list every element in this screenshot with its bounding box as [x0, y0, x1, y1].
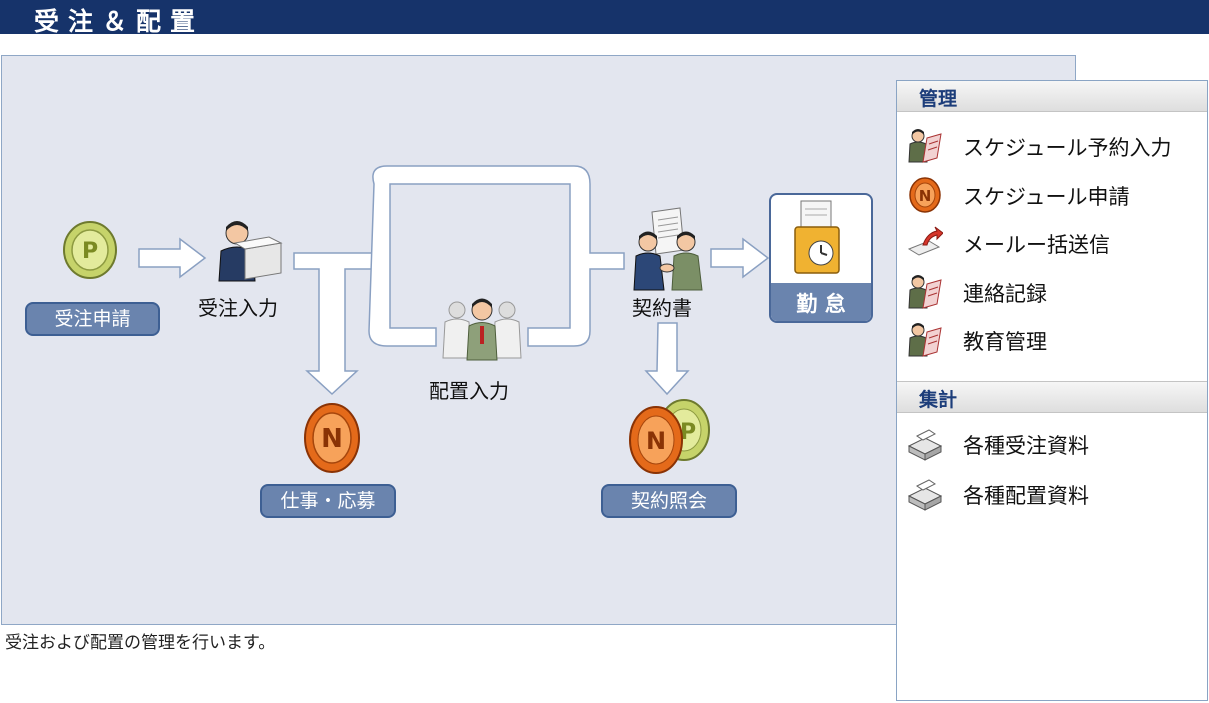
order-apply-button[interactable]: 受注申請 — [25, 302, 160, 336]
svg-text:N: N — [919, 187, 932, 205]
contract-inquiry-button[interactable]: 契約照会 — [601, 484, 737, 518]
summary-section-title: 集計 — [919, 389, 958, 411]
sidebar-item-label: 各種受注資料 — [963, 434, 1089, 458]
placement-input-label[interactable]: 配置入力 — [429, 379, 509, 403]
summary-section-header: 集計 — [897, 381, 1207, 413]
sidebar-item-contact-log[interactable]: 連絡記録 — [903, 272, 1203, 312]
svg-text:N: N — [646, 427, 666, 455]
printer-icon — [907, 479, 943, 511]
order-input-label[interactable]: 受注入力 — [198, 296, 278, 320]
flow-connectors — [138, 165, 770, 396]
printer-icon — [907, 429, 943, 461]
n-coin-icon: N — [909, 177, 941, 213]
n-coin-icon: N — [304, 403, 360, 473]
page-description: 受注および配置の管理を行います。 — [5, 633, 276, 653]
sidebar-item-label: メールー括送信 — [963, 233, 1110, 257]
sidebar-item-placement-documents[interactable]: 各種配置資料 — [903, 474, 1203, 514]
mail-send-icon — [907, 226, 943, 256]
contract-label[interactable]: 契約書 — [632, 296, 692, 320]
contract-handshake-icon — [633, 207, 703, 291]
jobs-apply-button[interactable]: 仕事・応募 — [260, 484, 396, 518]
worker-memo-icon — [908, 323, 942, 357]
svg-text:P: P — [680, 420, 696, 445]
sidebar-item-schedule-apply[interactable]: N スケジュール申請 — [903, 175, 1203, 215]
worker-memo-icon — [908, 129, 942, 163]
sidebar-item-label: 各種配置資料 — [963, 484, 1089, 508]
p-coin-icon: P — [63, 221, 117, 279]
worker-memo-icon — [908, 275, 942, 309]
manage-section-header: 管理 — [897, 81, 1207, 112]
sidebar: 管理 スケジュール予約入力 N スケジュール申請 メールー括送信 — [896, 80, 1208, 701]
attendance-label: 勤 怠 — [796, 292, 846, 316]
manage-section-title: 管理 — [919, 88, 958, 110]
sidebar-item-label: スケジュール予約入力 — [963, 136, 1172, 160]
sidebar-item-label: 教育管理 — [963, 330, 1047, 354]
sidebar-item-order-documents[interactable]: 各種受注資料 — [903, 424, 1203, 464]
title-bar: 受注＆配置 — [0, 0, 1209, 36]
svg-text:N: N — [321, 424, 343, 454]
worker-box-icon — [218, 221, 283, 282]
sidebar-item-mail-bulk[interactable]: メールー括送信 — [903, 223, 1203, 263]
sidebar-item-label: 連絡記録 — [963, 282, 1047, 306]
page-title: 受注＆配置 — [34, 7, 205, 36]
time-clock-icon — [794, 200, 840, 274]
sidebar-item-education[interactable]: 教育管理 — [903, 320, 1203, 360]
sidebar-item-label: スケジュール申請 — [963, 185, 1130, 209]
group-people-icon — [442, 298, 522, 361]
np-coins-icon: P N — [629, 399, 710, 474]
sidebar-item-schedule-reserve[interactable]: スケジュール予約入力 — [903, 126, 1203, 166]
svg-text:P: P — [82, 239, 98, 264]
attendance-card[interactable]: 勤 怠 — [769, 193, 873, 323]
